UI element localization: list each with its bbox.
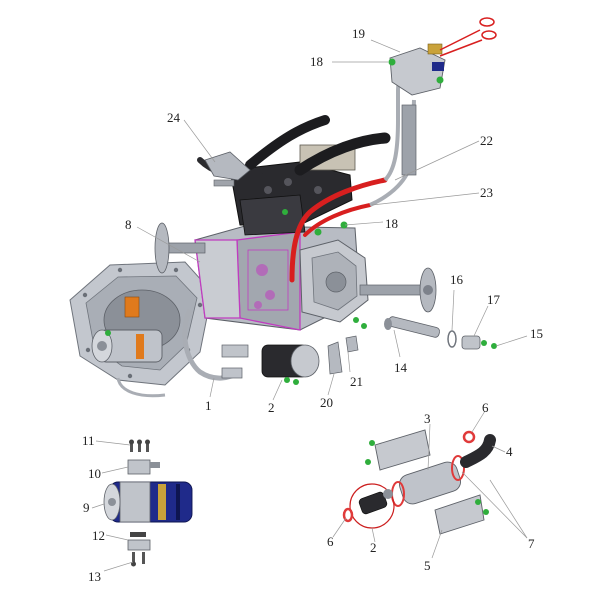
control-valve-body (229, 144, 356, 236)
small-brackets (327, 335, 359, 375)
front-pump (91, 329, 163, 363)
pump-motor-9 (103, 481, 193, 523)
callout-8: 8 (125, 217, 132, 232)
leader-lines (91, 39, 528, 572)
callout-21: 21 (350, 374, 363, 389)
callout-24: 24 (167, 110, 181, 125)
left-axle (154, 222, 206, 274)
upper-control-valve (388, 17, 497, 96)
right-axle (359, 267, 437, 313)
callout-6-bottom: 6 (327, 534, 334, 549)
callout-15: 15 (530, 326, 543, 341)
lower-bolts-13 (131, 552, 145, 567)
callout-17: 17 (487, 292, 501, 307)
callout-18-top: 18 (310, 54, 323, 69)
callout-5: 5 (424, 558, 431, 573)
suction-pipe (116, 308, 249, 398)
callout-13: 13 (88, 569, 101, 584)
callout-7: 7 (528, 536, 535, 551)
red-hydraulic-pipes (289, 177, 388, 283)
o-ring-16 (447, 330, 457, 348)
filter-assembly (261, 344, 320, 385)
shift-bracket (204, 151, 251, 187)
final-drive-housing (299, 239, 369, 323)
lower-half-shell-5 (434, 494, 489, 535)
filter-inlet-2 (349, 483, 395, 529)
callout-20: 20 (320, 395, 333, 410)
seal-6-top (462, 430, 476, 444)
callout-2-filter: 2 (370, 540, 377, 555)
pump-bolts-11 (129, 439, 150, 452)
callout-22: 22 (480, 133, 493, 148)
green-fittings (105, 209, 367, 336)
callout-14: 14 (394, 360, 408, 375)
callout-1: 1 (205, 398, 212, 413)
filter-exploded-group (342, 429, 496, 535)
callout-3: 3 (424, 411, 431, 426)
callout-18-mid: 18 (385, 216, 398, 231)
pipe-14 (384, 316, 440, 338)
callout-19: 19 (352, 26, 365, 41)
bell-housing (69, 261, 213, 386)
auxiliary-pump-group (103, 439, 193, 567)
elbow-4 (460, 434, 496, 468)
callout-6-top: 6 (482, 400, 489, 415)
callout-10: 10 (88, 466, 101, 481)
lower-clamp-12 (127, 532, 151, 551)
adapter-17 (461, 335, 497, 350)
seal-6-bottom (342, 507, 354, 523)
main-transmission-assembly (69, 17, 497, 398)
callout-12: 12 (92, 528, 105, 543)
output-pipe-parts (384, 316, 497, 350)
upper-clamp-10 (127, 459, 160, 475)
callout-16: 16 (450, 272, 464, 287)
upper-half-shell (365, 429, 431, 471)
callout-11: 11 (82, 433, 95, 448)
callout-2-main: 2 (268, 400, 275, 415)
callout-4: 4 (506, 444, 513, 459)
callout-numbers: 19 18 24 22 23 18 8 16 17 15 14 21 20 2 … (82, 26, 543, 584)
callout-23: 23 (480, 185, 493, 200)
callout-9: 9 (83, 500, 90, 515)
